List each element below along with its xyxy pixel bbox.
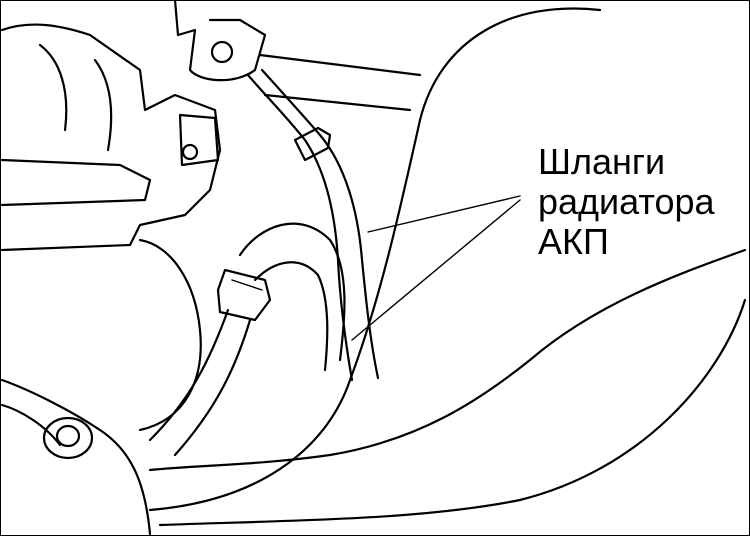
thick-hose-bottom-edge <box>253 261 329 372</box>
leader-line-lower-hose <box>351 199 521 341</box>
engine-block-rib-2 <box>93 58 113 152</box>
callout-label-line1: Шланги <box>538 141 666 182</box>
upper-hose-clamp <box>293 126 332 162</box>
body-panel-lower-curve <box>158 298 747 527</box>
housing-bolt <box>55 424 81 448</box>
callout-label-line2: радиатора <box>538 181 715 222</box>
callout-label-line3: АКП <box>538 221 609 262</box>
housing-bolt-boss <box>42 416 94 460</box>
engine-block-rib <box>38 43 68 132</box>
thick-hose-down-left <box>148 308 230 442</box>
thick-hose-top-edge <box>238 222 346 362</box>
body-panel-outer-curve <box>148 7 602 512</box>
body-panel-inner-curve <box>148 248 747 472</box>
panel-edge-top <box>258 53 422 77</box>
thick-hose-clamp-detail <box>231 279 263 291</box>
upper-hose-left-edge <box>246 73 354 382</box>
engine-block-outline <box>0 23 222 252</box>
bracket-tab <box>178 113 220 167</box>
housing-lower-left <box>0 378 152 536</box>
housing-lower-left-inner <box>0 403 62 447</box>
thick-hose-clamp <box>216 268 272 322</box>
thick-hose-down-right <box>173 318 252 457</box>
engine-block-edge <box>0 158 152 207</box>
upper-hose-right-edge <box>260 68 380 380</box>
bracket-hole <box>181 143 199 161</box>
mount-tab-top <box>173 0 267 82</box>
housing-curve <box>138 238 202 432</box>
panel-edge-mid <box>263 93 412 112</box>
leader-line-upper-hose <box>367 195 521 233</box>
mount-tab-hole <box>210 40 234 64</box>
